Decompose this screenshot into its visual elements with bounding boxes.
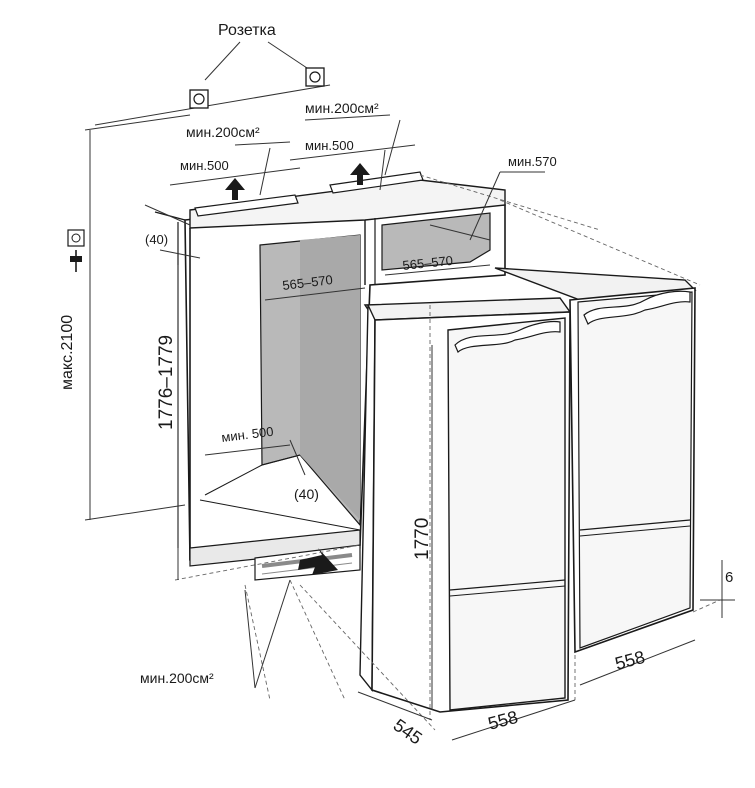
top-vent-left bbox=[194, 194, 299, 217]
airflow-arrow-icon bbox=[225, 178, 245, 200]
door-handle-right bbox=[583, 290, 691, 325]
right-niche-shade bbox=[381, 212, 491, 271]
projection-lines bbox=[174, 174, 721, 731]
plinth-gap-label: 6 bbox=[725, 569, 733, 586]
top-vent-grilles bbox=[194, 163, 424, 575]
socket-label: Розетка bbox=[218, 22, 276, 39]
appliance-width-left-label: 558 bbox=[486, 707, 520, 734]
niche-width-left-label: 565–570 bbox=[282, 272, 334, 293]
socket-icon bbox=[67, 229, 85, 247]
max-height-label: макс.2100 bbox=[59, 315, 76, 390]
depth-top-left-label: мин.500 bbox=[180, 158, 229, 173]
socket-icon bbox=[189, 89, 209, 109]
airflow-arrow-icon bbox=[350, 163, 370, 185]
vent-top-right-label: мин.200см² bbox=[305, 100, 379, 116]
min570-label: мин.570 bbox=[508, 154, 557, 169]
appliance-width-right-label: 558 bbox=[613, 647, 647, 674]
niche-width-right-label: 565–570 bbox=[402, 253, 454, 273]
appliance-right-door bbox=[577, 291, 693, 649]
niche-height-label: 1776–1779 bbox=[156, 335, 177, 430]
depth-top-right-label: мин.500 bbox=[305, 138, 354, 153]
airflow-arrow-icon bbox=[298, 548, 338, 575]
appliance-height-label: 1770 bbox=[412, 518, 433, 560]
vent-bottom-label: мин.200см² bbox=[140, 670, 214, 686]
plug-icon bbox=[70, 250, 82, 272]
depth-bottom-label: мин. 500 bbox=[221, 424, 275, 445]
gap-bottom-label: (40) bbox=[294, 486, 319, 502]
vent-top-left-label: мин.200см² bbox=[186, 124, 260, 140]
dimension-lines bbox=[84, 41, 735, 741]
appliance-depth-label: 545 bbox=[390, 715, 426, 749]
door-handle-left bbox=[454, 320, 561, 353]
appliance-right bbox=[494, 267, 697, 654]
socket-icon bbox=[305, 67, 325, 87]
niche-cabinet bbox=[154, 179, 506, 581]
appliance-left bbox=[359, 297, 572, 713]
top-vent-right bbox=[329, 171, 424, 194]
appliance-left-door bbox=[447, 317, 566, 711]
gap-top-label: (40) bbox=[145, 232, 168, 247]
